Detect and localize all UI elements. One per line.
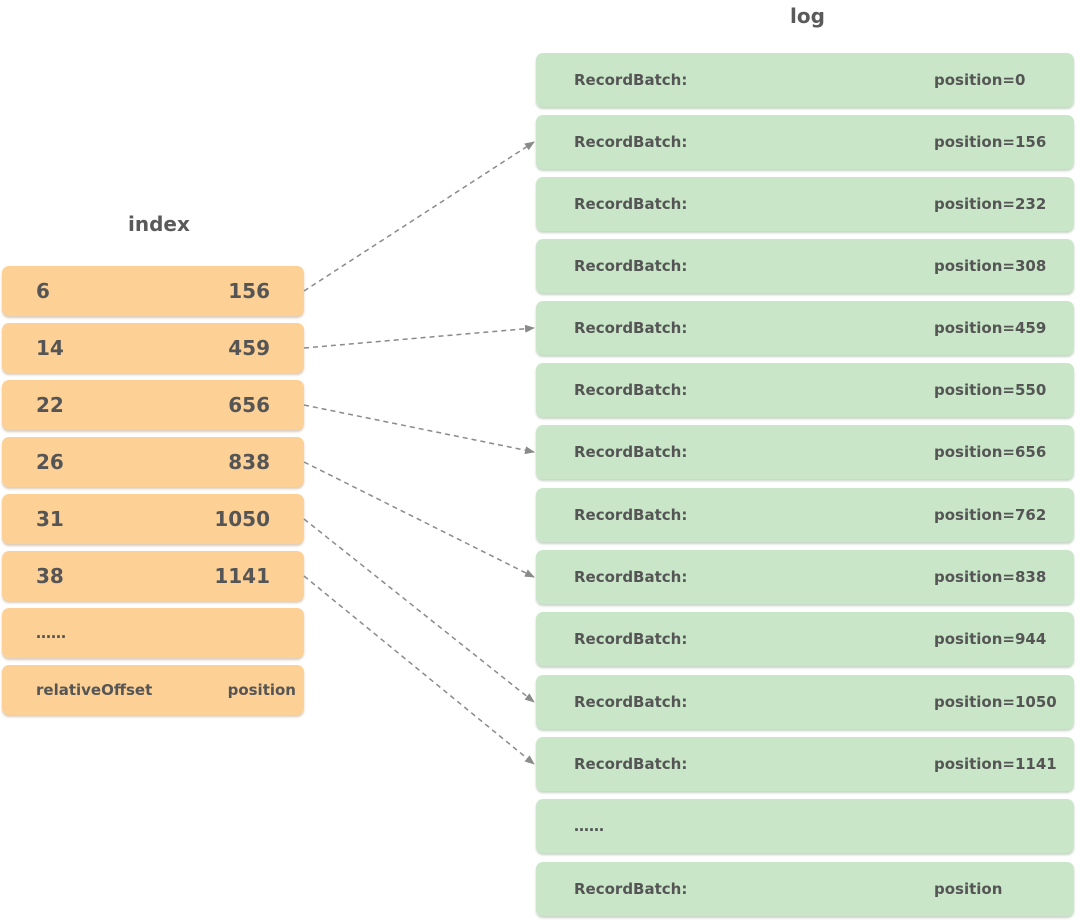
index-ellipsis-entry: …… — [2, 608, 304, 658]
log-label: RecordBatch: — [574, 630, 688, 648]
log-entry: RecordBatch: position=232 — [536, 177, 1074, 231]
log-label: RecordBatch: — [574, 319, 688, 337]
index-position: 838 — [228, 450, 270, 474]
link-arrow — [303, 575, 535, 765]
log-entry: RecordBatch: position=838 — [536, 550, 1074, 604]
index-position: 156 — [228, 279, 270, 303]
log-label: RecordBatch: — [574, 506, 688, 524]
log-ellipsis-entry: …… — [536, 799, 1074, 853]
index-offset: 6 — [36, 279, 50, 303]
index-offset: …… — [36, 624, 66, 642]
index-offset: 26 — [36, 450, 64, 474]
index-position: 1141 — [214, 564, 270, 588]
log-label: RecordBatch: — [574, 568, 688, 586]
log-entry: RecordBatch: position=762 — [536, 488, 1074, 542]
log-position: position=232 — [934, 195, 1047, 213]
log-label: RecordBatch: — [574, 381, 688, 399]
index-position: 459 — [228, 336, 270, 360]
index-offset: 31 — [36, 507, 64, 531]
index-entry: 22 656 — [2, 380, 304, 430]
link-arrow — [303, 324, 535, 349]
log-label: RecordBatch: — [574, 755, 688, 773]
index-position-header: position — [227, 681, 296, 699]
log-label: RecordBatch: — [574, 257, 688, 275]
log-title: log — [790, 4, 825, 28]
log-entry: RecordBatch: position=0 — [536, 53, 1074, 107]
log-entry: RecordBatch: position=156 — [536, 115, 1074, 169]
log-position: position=550 — [934, 381, 1047, 399]
log-position: position=459 — [934, 319, 1047, 337]
log-entry: RecordBatch: position=656 — [536, 425, 1074, 479]
log-entry: RecordBatch: position=1050 — [536, 675, 1074, 729]
log-label: …… — [574, 817, 604, 835]
index-entry: 31 1050 — [2, 494, 304, 544]
log-label: RecordBatch: — [574, 133, 688, 151]
index-title: index — [128, 212, 190, 236]
link-arrow — [303, 518, 535, 703]
log-position: position=1050 — [934, 693, 1057, 711]
log-label: RecordBatch: — [574, 443, 688, 461]
link-arrow — [303, 141, 535, 292]
log-label: RecordBatch: — [574, 880, 688, 898]
log-label: RecordBatch: — [574, 693, 688, 711]
index-entry: 14 459 — [2, 323, 304, 373]
index-entry: 26 838 — [2, 437, 304, 487]
log-position: position=838 — [934, 568, 1047, 586]
log-entry: RecordBatch: position=1141 — [536, 737, 1074, 791]
index-legend-entry: relativeOffset position — [2, 665, 304, 715]
index-entry: 6 156 — [2, 266, 304, 316]
log-position: position=944 — [934, 630, 1047, 648]
index-offset: 14 — [36, 336, 64, 360]
log-position: position=1141 — [934, 755, 1057, 773]
log-entry: RecordBatch: position=550 — [536, 363, 1074, 417]
index-offset: 22 — [36, 393, 64, 417]
log-position: position=0 — [934, 71, 1026, 89]
log-position: position=156 — [934, 133, 1047, 151]
log-entry: RecordBatch: position=308 — [536, 239, 1074, 293]
index-position: 656 — [228, 393, 270, 417]
link-arrow — [303, 404, 535, 455]
log-position-header: position — [934, 880, 1003, 898]
log-entry: RecordBatch: position=944 — [536, 612, 1074, 666]
index-entry: 38 1141 — [2, 551, 304, 601]
log-position: position=656 — [934, 443, 1047, 461]
log-position: position=308 — [934, 257, 1047, 275]
index-offset: 38 — [36, 564, 64, 588]
log-position: position=762 — [934, 506, 1047, 524]
index-offset-header: relativeOffset — [36, 681, 153, 699]
log-entry: RecordBatch: position=459 — [536, 301, 1074, 355]
link-arrow — [303, 461, 535, 578]
log-label: RecordBatch: — [574, 71, 688, 89]
log-label: RecordBatch: — [574, 195, 688, 213]
log-legend-entry: RecordBatch: position — [536, 862, 1074, 916]
index-position: 1050 — [214, 507, 270, 531]
